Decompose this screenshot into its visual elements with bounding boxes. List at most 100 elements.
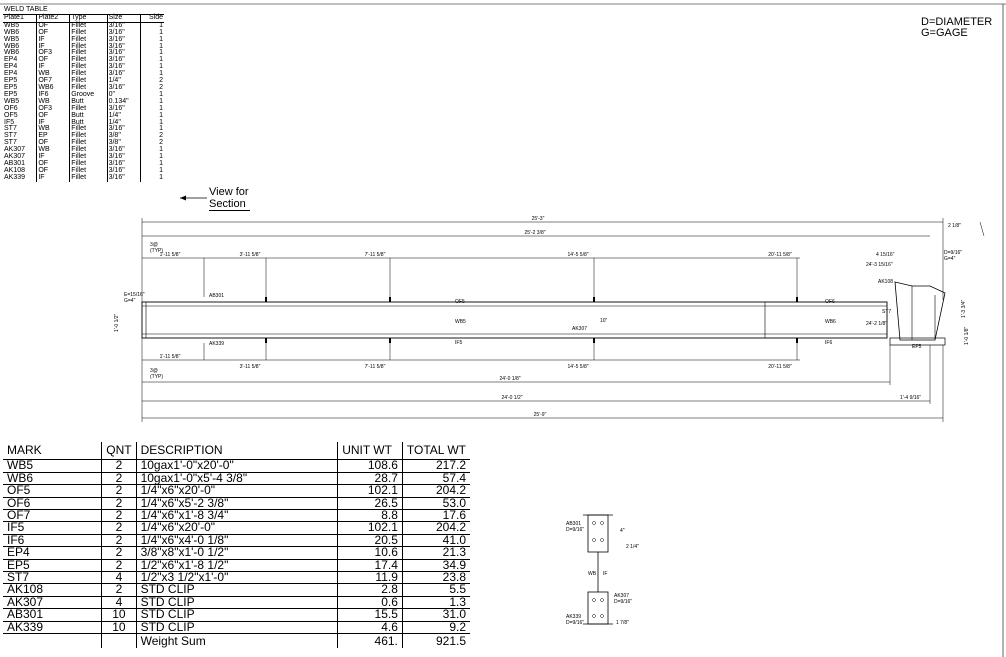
weld-cell: 1 (139, 98, 164, 106)
bom-cell: OF6 (3, 496, 103, 511)
right-dim-7: 1'-3 3/4" (961, 299, 967, 318)
weld-cell: Fillet (69, 153, 108, 161)
weld-cell: IF6 (36, 91, 70, 99)
weld-cell: ST7 (4, 125, 17, 133)
weld-cell: OF5 (4, 111, 18, 119)
weld-cell: WB5 (4, 35, 20, 43)
weld-cell: 2 (139, 132, 164, 141)
right-end-plate: AK108 ST7 EP5 2 1/8" 4 15/16" 24'-3 15/1… (866, 221, 985, 350)
bom-cell: 10gax1'-0"x5'-4 3/8" (136, 472, 339, 486)
bom-cell: OF7 (3, 509, 103, 523)
weld-cell: Fillet (69, 36, 108, 44)
dim-overall-top: 25'-3" (532, 216, 545, 222)
bom-cell: 5.5 (402, 583, 470, 597)
right-dim-2: 4 15/16" (876, 252, 895, 258)
bom-cell: 17.6 (402, 509, 470, 523)
bom-cell: 4.6 (337, 620, 403, 635)
weld-cell: OF3 (36, 49, 70, 58)
bom-cell: STD CLIP (136, 583, 339, 597)
weld-cell: WB (36, 98, 70, 106)
weld-cell: 1 (139, 91, 164, 99)
weld-cell: Fillet (69, 174, 108, 182)
weld-col-type: Type (69, 14, 108, 23)
weld-cell: WB (36, 125, 70, 134)
weld-cell: IF (36, 174, 70, 182)
weld-cell: 1 (139, 49, 164, 58)
weld-cell: Butt (69, 112, 108, 120)
bom-cell: 20.5 (337, 534, 403, 548)
weld-cell: 3/8" (106, 132, 141, 141)
bom-cell: 28.7 (337, 472, 403, 486)
abbreviation-legend: D=DIAMETER G=GAGE (921, 17, 992, 39)
mark-if6: IF6 (825, 340, 832, 346)
mark-ep5: EP5 (912, 344, 922, 350)
weld-cell: WB6 (36, 84, 70, 92)
weld-cell: IF (36, 63, 70, 72)
weld-cell: 3/16" (106, 84, 141, 92)
bom-cell: 1/4"x6"x5'-2 3/8" (136, 496, 339, 511)
weld-cell: 1 (139, 43, 164, 51)
weld-cell: 1 (139, 22, 164, 30)
weld-cell: 3/16" (106, 167, 141, 175)
weld-cell: AB301 (4, 159, 26, 167)
bom-cell: 1/2"x3 1/2"x1'-0" (136, 571, 339, 585)
weld-cell: Fillet (69, 132, 108, 141)
bom-cell: IF6 (3, 534, 103, 548)
weld-cell: 1 (139, 167, 164, 175)
bom-cell: 26.5 (337, 496, 403, 511)
weld-cell: WB5 (4, 97, 20, 105)
right-dim-6: G=4" (944, 256, 956, 262)
dim-overall-bottom: 25'-9" (534, 412, 547, 418)
bom-cell: EP4 (3, 546, 103, 560)
bom-cell: 10 (101, 608, 137, 622)
mark-of6: OF6 (825, 299, 835, 305)
weld-cell: WB6 (4, 42, 20, 50)
weld-cell: 2 (139, 77, 164, 85)
section-wb: WB (588, 571, 597, 577)
weld-cell: OF (36, 139, 70, 148)
right-dim-5: D=9/16" (944, 250, 962, 256)
view-for-section-note: View for Section (209, 186, 250, 211)
weld-cell: 3/16" (106, 22, 141, 30)
weld-cell: OF7 (36, 77, 70, 85)
view-note-line1: View for (209, 186, 249, 198)
weld-cell: 1 (139, 160, 164, 168)
weld-cell: 1/4" (106, 112, 141, 120)
bottom-dimensions: 1'-11 5/8" 3'-11 5/8" 7'-11 5/8" 14'-5 5… (141, 338, 944, 422)
weld-cell: 2 (139, 139, 164, 148)
bom-cell: AK307 (3, 596, 103, 610)
bom-cell: 1.3 (402, 596, 470, 610)
bom-weight-sum-total: 921.5 (435, 634, 466, 649)
bom-cell: 2 (101, 459, 137, 473)
bom-cell: 11.9 (337, 571, 403, 585)
weld-cell: EP5 (4, 90, 18, 98)
weld-cell: ST7 (4, 139, 17, 147)
weld-cell: Fillet (69, 125, 108, 134)
weld-cell: 3/16" (106, 125, 141, 134)
bom-cell: STD CLIP (136, 596, 339, 610)
beam-elevation: OF5 OF6 WB5 WB6 IF5 IF6 10" AB301 AK339 … (114, 292, 888, 347)
bom-cell: 34.9 (402, 558, 470, 573)
bom-cell: 23.8 (402, 571, 470, 585)
weld-cell: 0" (106, 91, 141, 99)
mark-wb5: WB5 (455, 319, 466, 325)
weld-cell: 1 (139, 29, 164, 37)
mark-st7: ST7 (882, 309, 891, 315)
view-arrow-head (180, 195, 186, 201)
